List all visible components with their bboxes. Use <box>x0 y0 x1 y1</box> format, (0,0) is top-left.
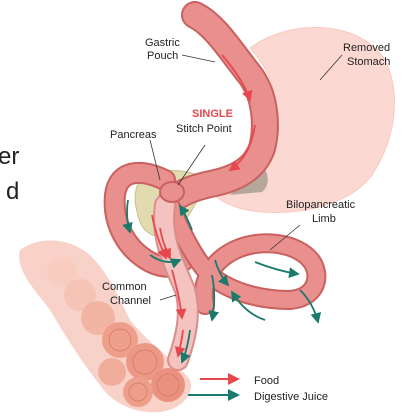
label-gastric-pouch-2: Pouch <box>147 50 178 62</box>
legend-juice-label: Digestive Juice <box>254 391 328 403</box>
label-removed-stomach-1: Removed <box>343 42 390 54</box>
label-common-2: Channel <box>110 295 151 307</box>
label-single: SINGLE <box>192 108 233 120</box>
label-bilio-2: Limb <box>312 213 336 225</box>
label-stitch-point: Stitch Point <box>176 123 232 135</box>
cutoff-text-1: er <box>0 143 19 170</box>
label-removed-stomach-2: Stomach <box>347 56 390 68</box>
legend-food-label: Food <box>254 375 279 387</box>
legend: Food Digestive Juice <box>188 375 328 403</box>
label-common-1: Common <box>102 281 147 293</box>
label-gastric-pouch-1: Gastric <box>145 37 180 49</box>
label-pancreas: Pancreas <box>110 129 157 141</box>
cutoff-text-2: d <box>6 178 19 205</box>
label-bilio-1: Bilopancreatic <box>286 199 356 211</box>
stitch-point <box>160 182 184 202</box>
